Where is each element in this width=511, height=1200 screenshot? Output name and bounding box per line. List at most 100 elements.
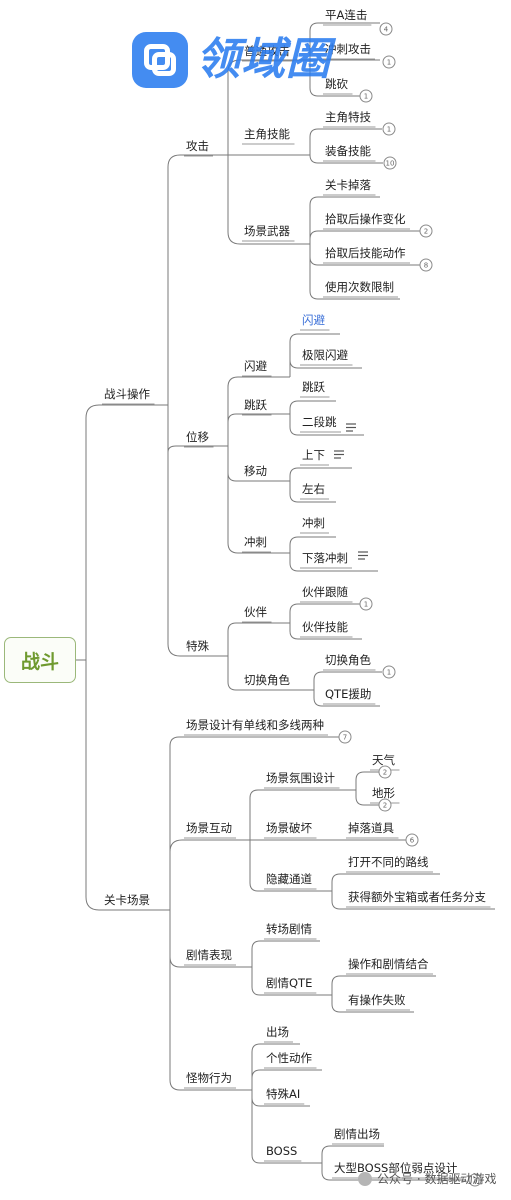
node-leaf[interactable]: 冲刺 bbox=[302, 516, 325, 530]
node-leaf[interactable]: 转场剧情 bbox=[266, 922, 312, 936]
node-story[interactable]: 剧情表现 bbox=[186, 948, 232, 962]
node-special[interactable]: 特殊 bbox=[186, 639, 209, 653]
node-leaf[interactable]: 二段跳 bbox=[302, 415, 337, 429]
node-leaf[interactable]: 有操作失败 bbox=[348, 993, 406, 1007]
node-leaf[interactable]: 剧情出场 bbox=[334, 1127, 380, 1141]
count-badge[interactable]: 1 bbox=[359, 597, 373, 611]
node-monster[interactable]: 怪物行为 bbox=[186, 1071, 232, 1085]
connector bbox=[309, 244, 400, 300]
count-badge[interactable]: 6 bbox=[405, 833, 419, 847]
connector bbox=[313, 690, 380, 707]
node-leaf[interactable]: 打开不同的路线 bbox=[348, 855, 429, 869]
footer-watermark: 公众号 · 数据驱动游戏 bbox=[358, 1170, 496, 1187]
node-leaf[interactable]: 主角特技 bbox=[325, 110, 371, 124]
node-normal-attack[interactable]: 普通攻击 bbox=[244, 44, 290, 58]
connector bbox=[289, 536, 336, 553]
node-leaf[interactable]: 跳砍 bbox=[325, 77, 348, 91]
node-interaction[interactable]: 场景互动 bbox=[186, 821, 232, 835]
svg-text:1: 1 bbox=[387, 669, 391, 677]
connector bbox=[167, 405, 220, 453]
count-badge[interactable]: 8 bbox=[419, 258, 433, 272]
connector bbox=[251, 967, 320, 996]
node-move[interactable]: 位移 bbox=[186, 430, 209, 444]
node-partner[interactable]: 伙伴 bbox=[244, 605, 267, 619]
node-destroy[interactable]: 场景破坏 bbox=[266, 821, 312, 835]
count-badge[interactable]: 3 bbox=[468, 1173, 482, 1187]
count-badge[interactable]: 1 bbox=[382, 122, 396, 136]
node-atmosphere[interactable]: 场景氛围设计 bbox=[266, 771, 335, 785]
node-leaf[interactable]: 跳跃 bbox=[302, 380, 325, 394]
node-leaf[interactable]: 伙伴技能 bbox=[302, 620, 348, 634]
node-leaf[interactable]: 关卡掉落 bbox=[325, 178, 371, 192]
node-leaf[interactable]: 闪避 bbox=[302, 313, 325, 327]
connector bbox=[321, 1145, 384, 1163]
node-jump[interactable]: 跳跃 bbox=[244, 398, 267, 412]
node-leaf[interactable]: 下落冲刺 bbox=[302, 551, 348, 565]
connector bbox=[251, 1090, 310, 1164]
node-leaf[interactable]: QTE援助 bbox=[325, 687, 371, 701]
node-attack[interactable]: 攻击 bbox=[186, 139, 209, 153]
node-leaf[interactable]: 获得额外宝箱或者任务分支 bbox=[348, 890, 486, 904]
node-leaf[interactable]: 天气 bbox=[372, 753, 395, 767]
connector bbox=[355, 790, 380, 806]
count-badge[interactable]: 1 bbox=[359, 89, 373, 103]
count-badge[interactable]: 1 bbox=[382, 665, 396, 679]
svg-text:8: 8 bbox=[424, 262, 428, 270]
node-leaf[interactable]: 极限闪避 bbox=[302, 348, 348, 362]
node-leaf[interactable]: 左右 bbox=[302, 482, 325, 496]
connector bbox=[289, 623, 362, 640]
count-badge[interactable]: 2 bbox=[378, 765, 392, 779]
node-dodge[interactable]: 闪避 bbox=[244, 359, 267, 373]
node-leaf[interactable]: 装备技能 bbox=[325, 144, 371, 158]
connector bbox=[85, 404, 162, 660]
connector bbox=[227, 155, 300, 245]
node-scene-weapon[interactable]: 场景武器 bbox=[244, 224, 290, 238]
root-node[interactable]: 战斗 bbox=[4, 637, 76, 683]
node-leaf[interactable]: 掉落道具 bbox=[348, 821, 394, 835]
count-badge[interactable]: 2 bbox=[419, 224, 433, 238]
count-badge[interactable]: 7 bbox=[338, 730, 352, 744]
node-leaf[interactable]: 切换角色 bbox=[325, 653, 371, 667]
node-leaf[interactable]: 冲刺攻击 bbox=[325, 42, 371, 56]
connector bbox=[331, 891, 495, 910]
connector bbox=[227, 413, 280, 446]
node-leaf[interactable]: 平A连击 bbox=[325, 8, 367, 22]
note-icon[interactable] bbox=[334, 450, 344, 459]
node-leaf[interactable]: 使用次数限制 bbox=[325, 280, 394, 294]
connector bbox=[169, 910, 240, 1091]
svg-text:1: 1 bbox=[387, 126, 391, 134]
node-walk[interactable]: 移动 bbox=[244, 464, 267, 478]
connector bbox=[289, 333, 340, 377]
node-leaf[interactable]: 拾取后技能动作 bbox=[325, 246, 406, 260]
note-icon[interactable] bbox=[346, 423, 356, 432]
node-leaf[interactable]: 出场 bbox=[266, 1025, 289, 1039]
node-leaf[interactable]: 特殊AI bbox=[266, 1087, 300, 1101]
node-dash[interactable]: 冲刺 bbox=[244, 535, 267, 549]
node-leaf[interactable]: 个性动作 bbox=[266, 1051, 312, 1065]
connector bbox=[313, 671, 382, 690]
connector bbox=[289, 414, 364, 436]
node-leaf[interactable]: 地形 bbox=[372, 786, 395, 800]
node-boss[interactable]: BOSS bbox=[266, 1144, 297, 1158]
branch-combat-ops[interactable]: 战斗操作 bbox=[104, 387, 150, 401]
count-badge[interactable]: 10 bbox=[383, 156, 397, 170]
connector bbox=[251, 1069, 322, 1090]
node-leaf[interactable]: 上下 bbox=[302, 448, 325, 462]
connector bbox=[251, 1043, 300, 1090]
node-leaf[interactable]: 拾取后操作变化 bbox=[325, 212, 406, 226]
node-scene-design[interactable]: 场景设计有单线和多线两种 bbox=[186, 718, 324, 732]
node-leaf[interactable]: 操作和剧情结合 bbox=[348, 957, 429, 971]
node-story-qte[interactable]: 剧情QTE bbox=[266, 976, 312, 990]
count-badge[interactable]: 1 bbox=[382, 55, 396, 69]
svg-text:10: 10 bbox=[386, 160, 395, 168]
connector bbox=[167, 405, 220, 657]
node-switch-role[interactable]: 切换角色 bbox=[244, 673, 290, 687]
node-hidden[interactable]: 隐藏通道 bbox=[266, 872, 312, 886]
node-leaf[interactable]: 伙伴跟随 bbox=[302, 585, 348, 599]
note-icon[interactable] bbox=[358, 551, 368, 560]
count-badge[interactable]: 4 bbox=[379, 22, 393, 36]
connector bbox=[289, 603, 366, 623]
branch-level-scene[interactable]: 关卡场景 bbox=[104, 893, 150, 907]
node-hero-skill[interactable]: 主角技能 bbox=[244, 127, 290, 141]
count-badge[interactable]: 2 bbox=[378, 798, 392, 812]
